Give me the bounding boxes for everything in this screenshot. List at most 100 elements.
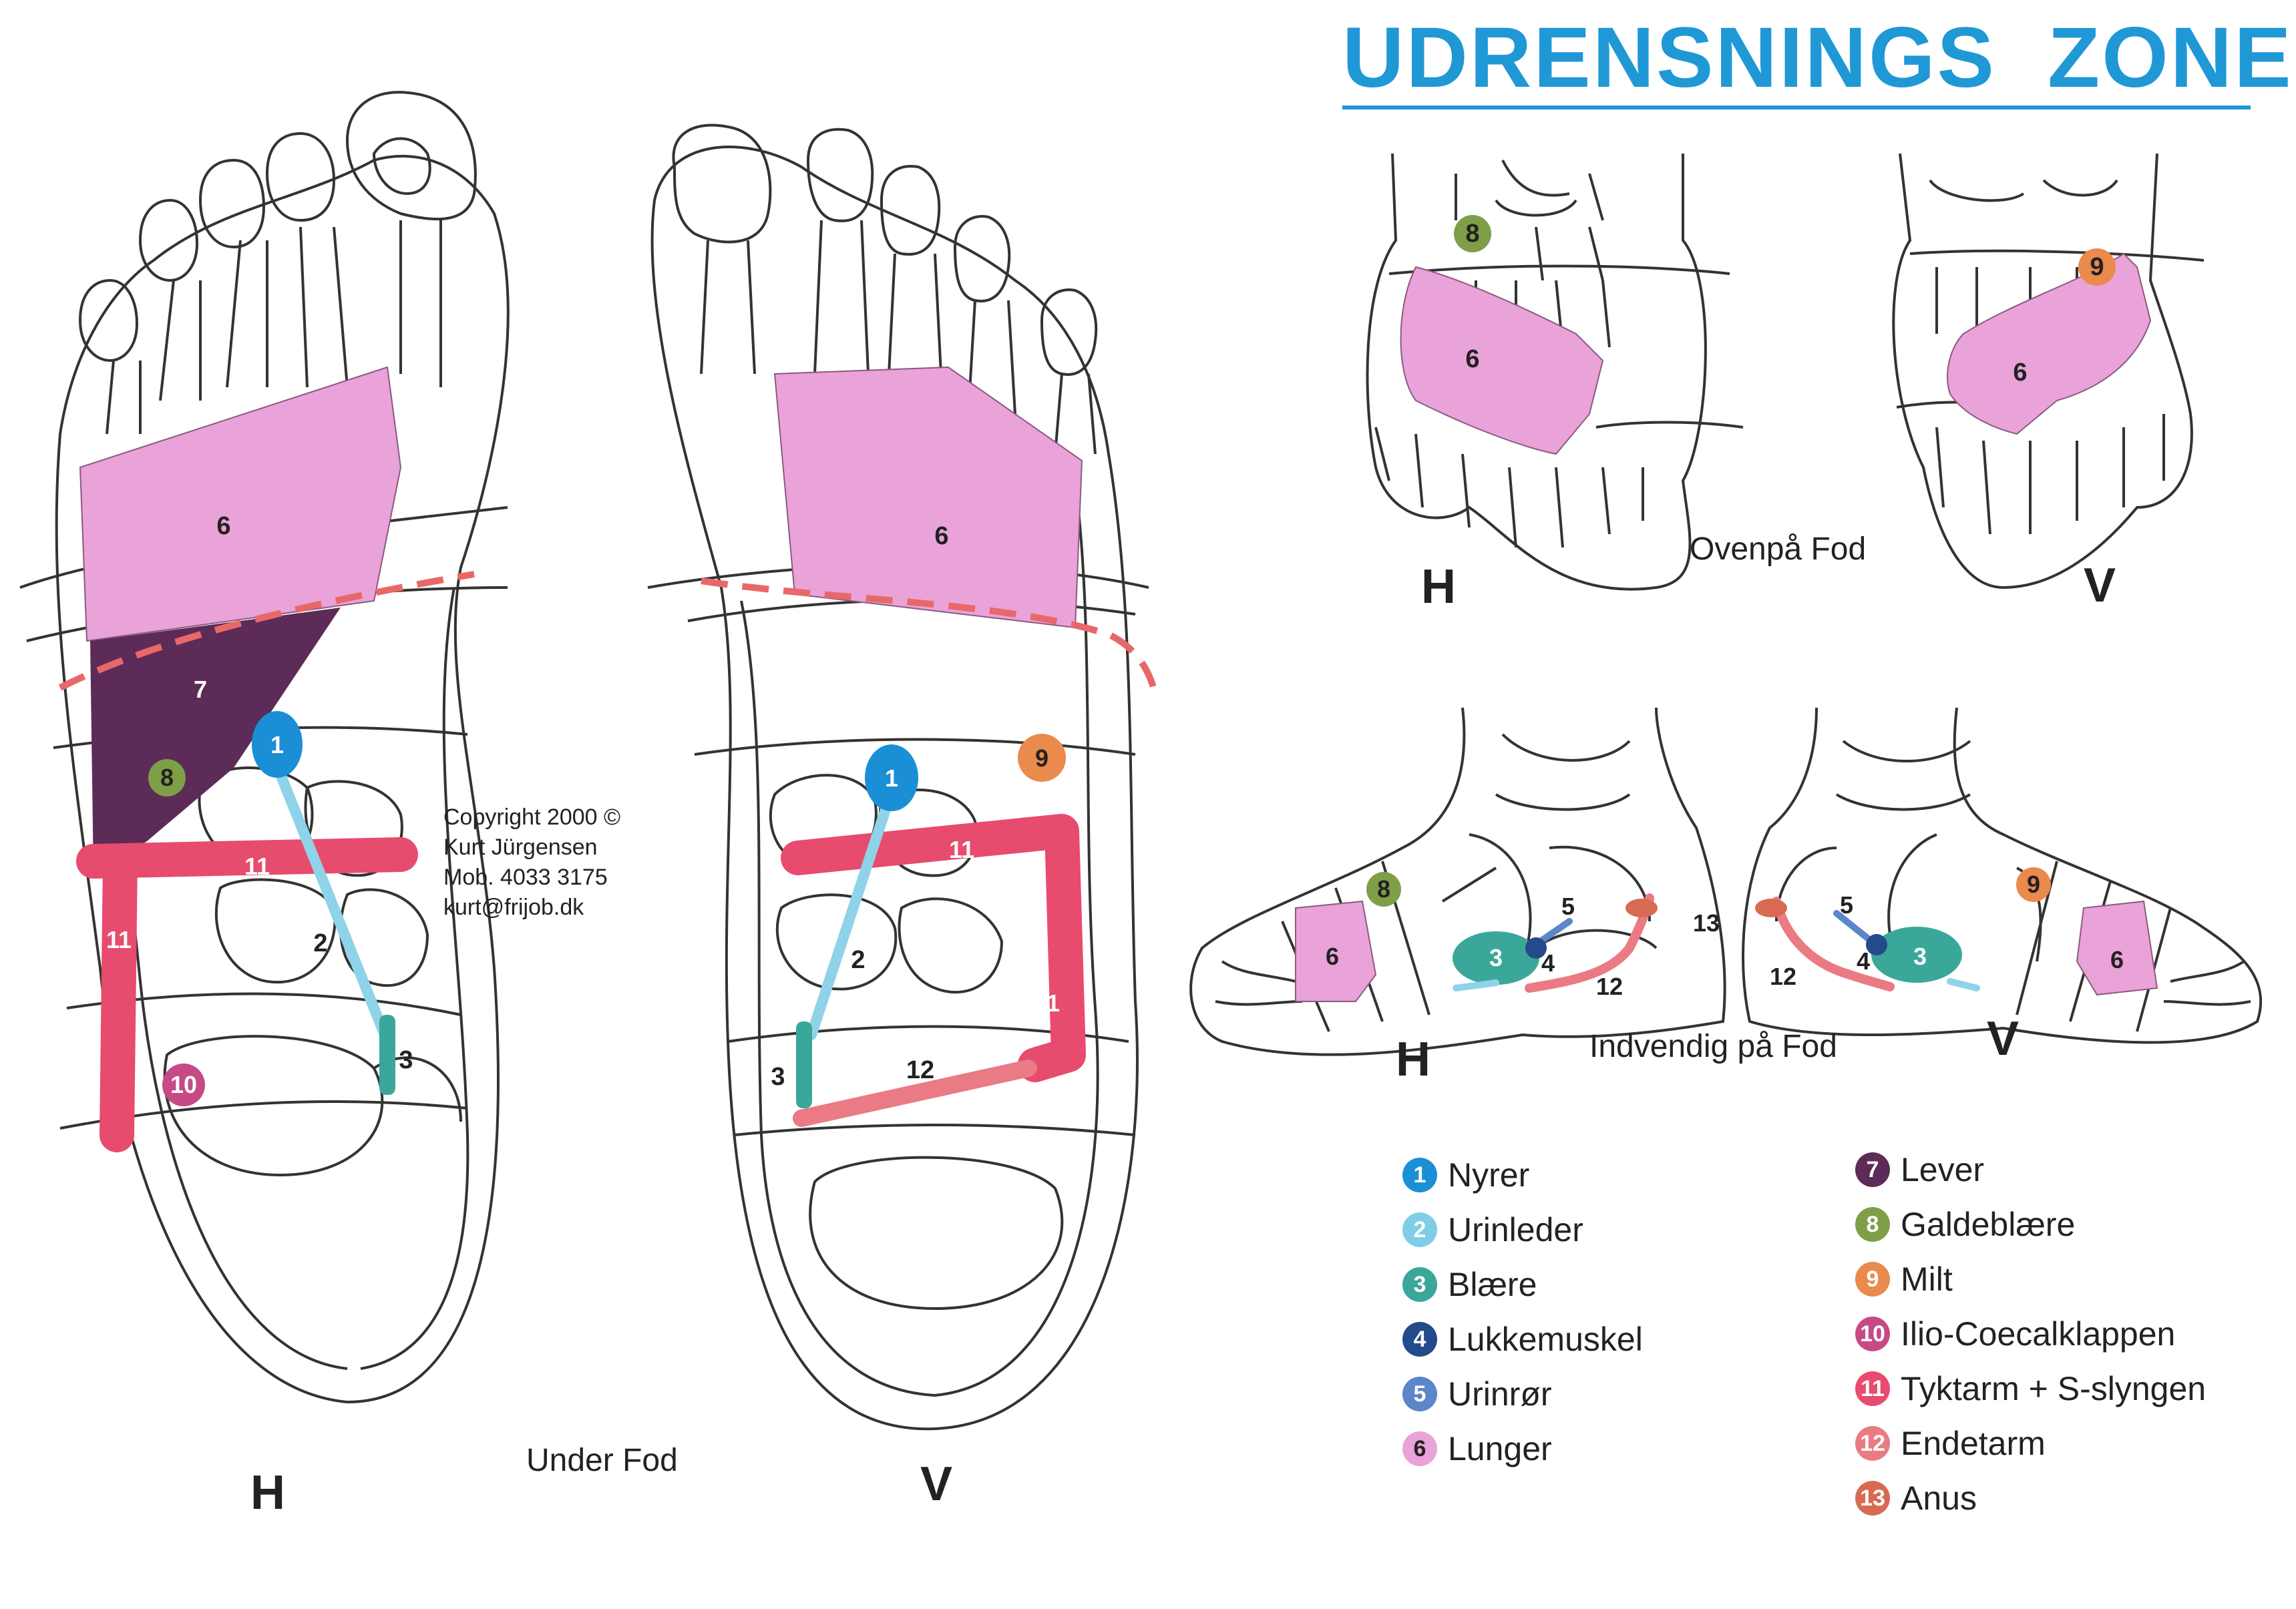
top-v-label: V [2084,559,2116,612]
zone-3-bladder-inner-v [1871,927,1962,983]
zone-9-spleen-inner-v [2016,867,2051,902]
legend-marker: 6 [1402,1431,1437,1466]
zone-label-h-2: 2 [313,929,327,957]
legend-item: 6 Lunger [1402,1429,1552,1469]
zone-8-gallbladder-inner-h [1366,872,1401,907]
zone-label-h-11b: 11 [106,926,132,953]
zone-9-spleen-top-v [2078,248,2116,286]
legend-label: Endetarm [1901,1425,2046,1462]
zone-label-in-h-5: 5 [1561,893,1575,920]
under-v-label: V [920,1457,953,1511]
zone-3-bladder-h [379,1015,395,1095]
zone-label-top-v-9: 9 [2090,253,2104,281]
top-view-label: Ovenpå Fod [1690,531,1867,567]
legend-item: 10 Ilio-Coecalklappen [1855,1314,2175,1354]
dashed-diaphragm-h [58,571,475,691]
zone-label-v-3: 3 [771,1063,785,1091]
legend-label: Ilio-Coecalklappen [1901,1315,2176,1353]
top-right-outline [1892,153,2205,590]
legend-label: Lukkemuskel [1448,1321,1643,1358]
legend-label: Milt [1901,1260,1953,1298]
zone-label-h-7: 7 [194,676,207,703]
zone-13-anus-inner-h [1625,899,1658,917]
author-name: Kurt Jürgensen [443,835,598,860]
inner-view-label: Indvendig på Fod [1589,1029,1837,1064]
zone-label-in-v-12: 12 [1770,963,1796,990]
zone-label-v-9: 9 [1035,744,1048,772]
zone-label-h-11a: 11 [244,853,270,880]
legend-label: Urinrør [1448,1375,1552,1413]
page-title: UDRENSNINGS ZONER [1342,13,2296,110]
legend-marker: 12 [1855,1426,1890,1461]
zone-6-lung-v [773,366,1083,629]
legend-item: 4 Lukkemuskel [1402,1319,1643,1359]
zone-4-sphincter-inner-v [1866,934,1887,955]
zone-label-in-h-6: 6 [1326,943,1339,970]
under-h-label: H [250,1466,285,1520]
zone-label-in-h-12: 12 [1596,973,1623,1000]
zone-2-ureter-v [806,776,900,1040]
zone-label-v-6: 6 [934,522,948,550]
legend-marker: 5 [1402,1377,1437,1411]
zone-11-colon-h [76,837,418,1152]
legend-label: Galdeblære [1901,1206,2076,1243]
zone-label-top-h-8: 8 [1465,220,1479,248]
zone-12-rectum-inner-v [1772,897,1895,991]
zone-13-anus-inner-v [1755,899,1787,917]
zone-label-v-11b: 11 [1034,989,1060,1017]
copyright-line: Copyright 2000 © [443,804,621,830]
zone-label-in-v-9: 9 [2027,871,2040,898]
zone-label-v-11a: 11 [949,836,974,863]
zone-6-lung-top-v [1947,252,2152,435]
zone-9-spleen-v [1018,734,1066,782]
legend-marker: 9 [1855,1262,1890,1297]
legend-label: Lever [1901,1151,1985,1188]
zone-label-in-v-5: 5 [1840,891,1853,919]
legend-marker: 11 [1855,1371,1890,1406]
dashed-diaphragm-v [701,578,1159,696]
legend-item: 9 Milt [1855,1259,1953,1299]
phone-number: Mob. 4033 3175 [443,865,608,890]
zone-1-kidney-v [865,744,918,811]
zone-label-h-6: 6 [216,512,230,540]
legend-label: Urinleder [1448,1211,1583,1248]
legend-label: Lunger [1448,1430,1552,1467]
zone-label-v-2: 2 [851,946,865,974]
zone-2-ureter-inner-h [1453,979,1499,991]
zone-label-h-10: 10 [170,1071,197,1098]
legend-item: 12 Endetarm [1855,1423,2046,1463]
zone-1-kidney-h [252,711,303,778]
zone-4-sphincter-inner-h [1525,937,1547,959]
top-h-label: H [1421,560,1456,614]
zone-6-lung-inner-h [1295,900,1377,1002]
zone-label-h-8: 8 [160,764,174,791]
legend-marker: 10 [1855,1317,1890,1351]
zone-3-bladder-v [796,1021,812,1108]
zone-label-in-h-3: 3 [1489,944,1503,971]
zone-12-rectum-v [793,1060,1037,1127]
zone-11-colon-v [781,814,1086,1082]
zone-label-in-v-4: 4 [1857,947,1870,975]
zone-label-v-12: 12 [906,1056,934,1084]
legend-marker: 4 [1402,1322,1437,1357]
inner-right-outline [1742,707,2263,1044]
zone-8-gallbladder-top-h [1454,215,1491,252]
zone-label-in-v-3: 3 [1913,943,1927,970]
legend-marker: 8 [1855,1207,1890,1242]
under-view-label: Under Fod [526,1443,678,1478]
legend-label: Nyrer [1448,1156,1530,1194]
zone-label-in-h-8: 8 [1377,875,1390,903]
legend-marker: 3 [1402,1267,1437,1302]
zone-2-ureter-inner-v [1947,978,1980,991]
zone-label-h-1: 1 [270,731,284,758]
zone-6-lung-inner-v [2076,900,2158,996]
inner-h-label: H [1396,1033,1430,1086]
zone-label-v-1: 1 [885,764,898,792]
